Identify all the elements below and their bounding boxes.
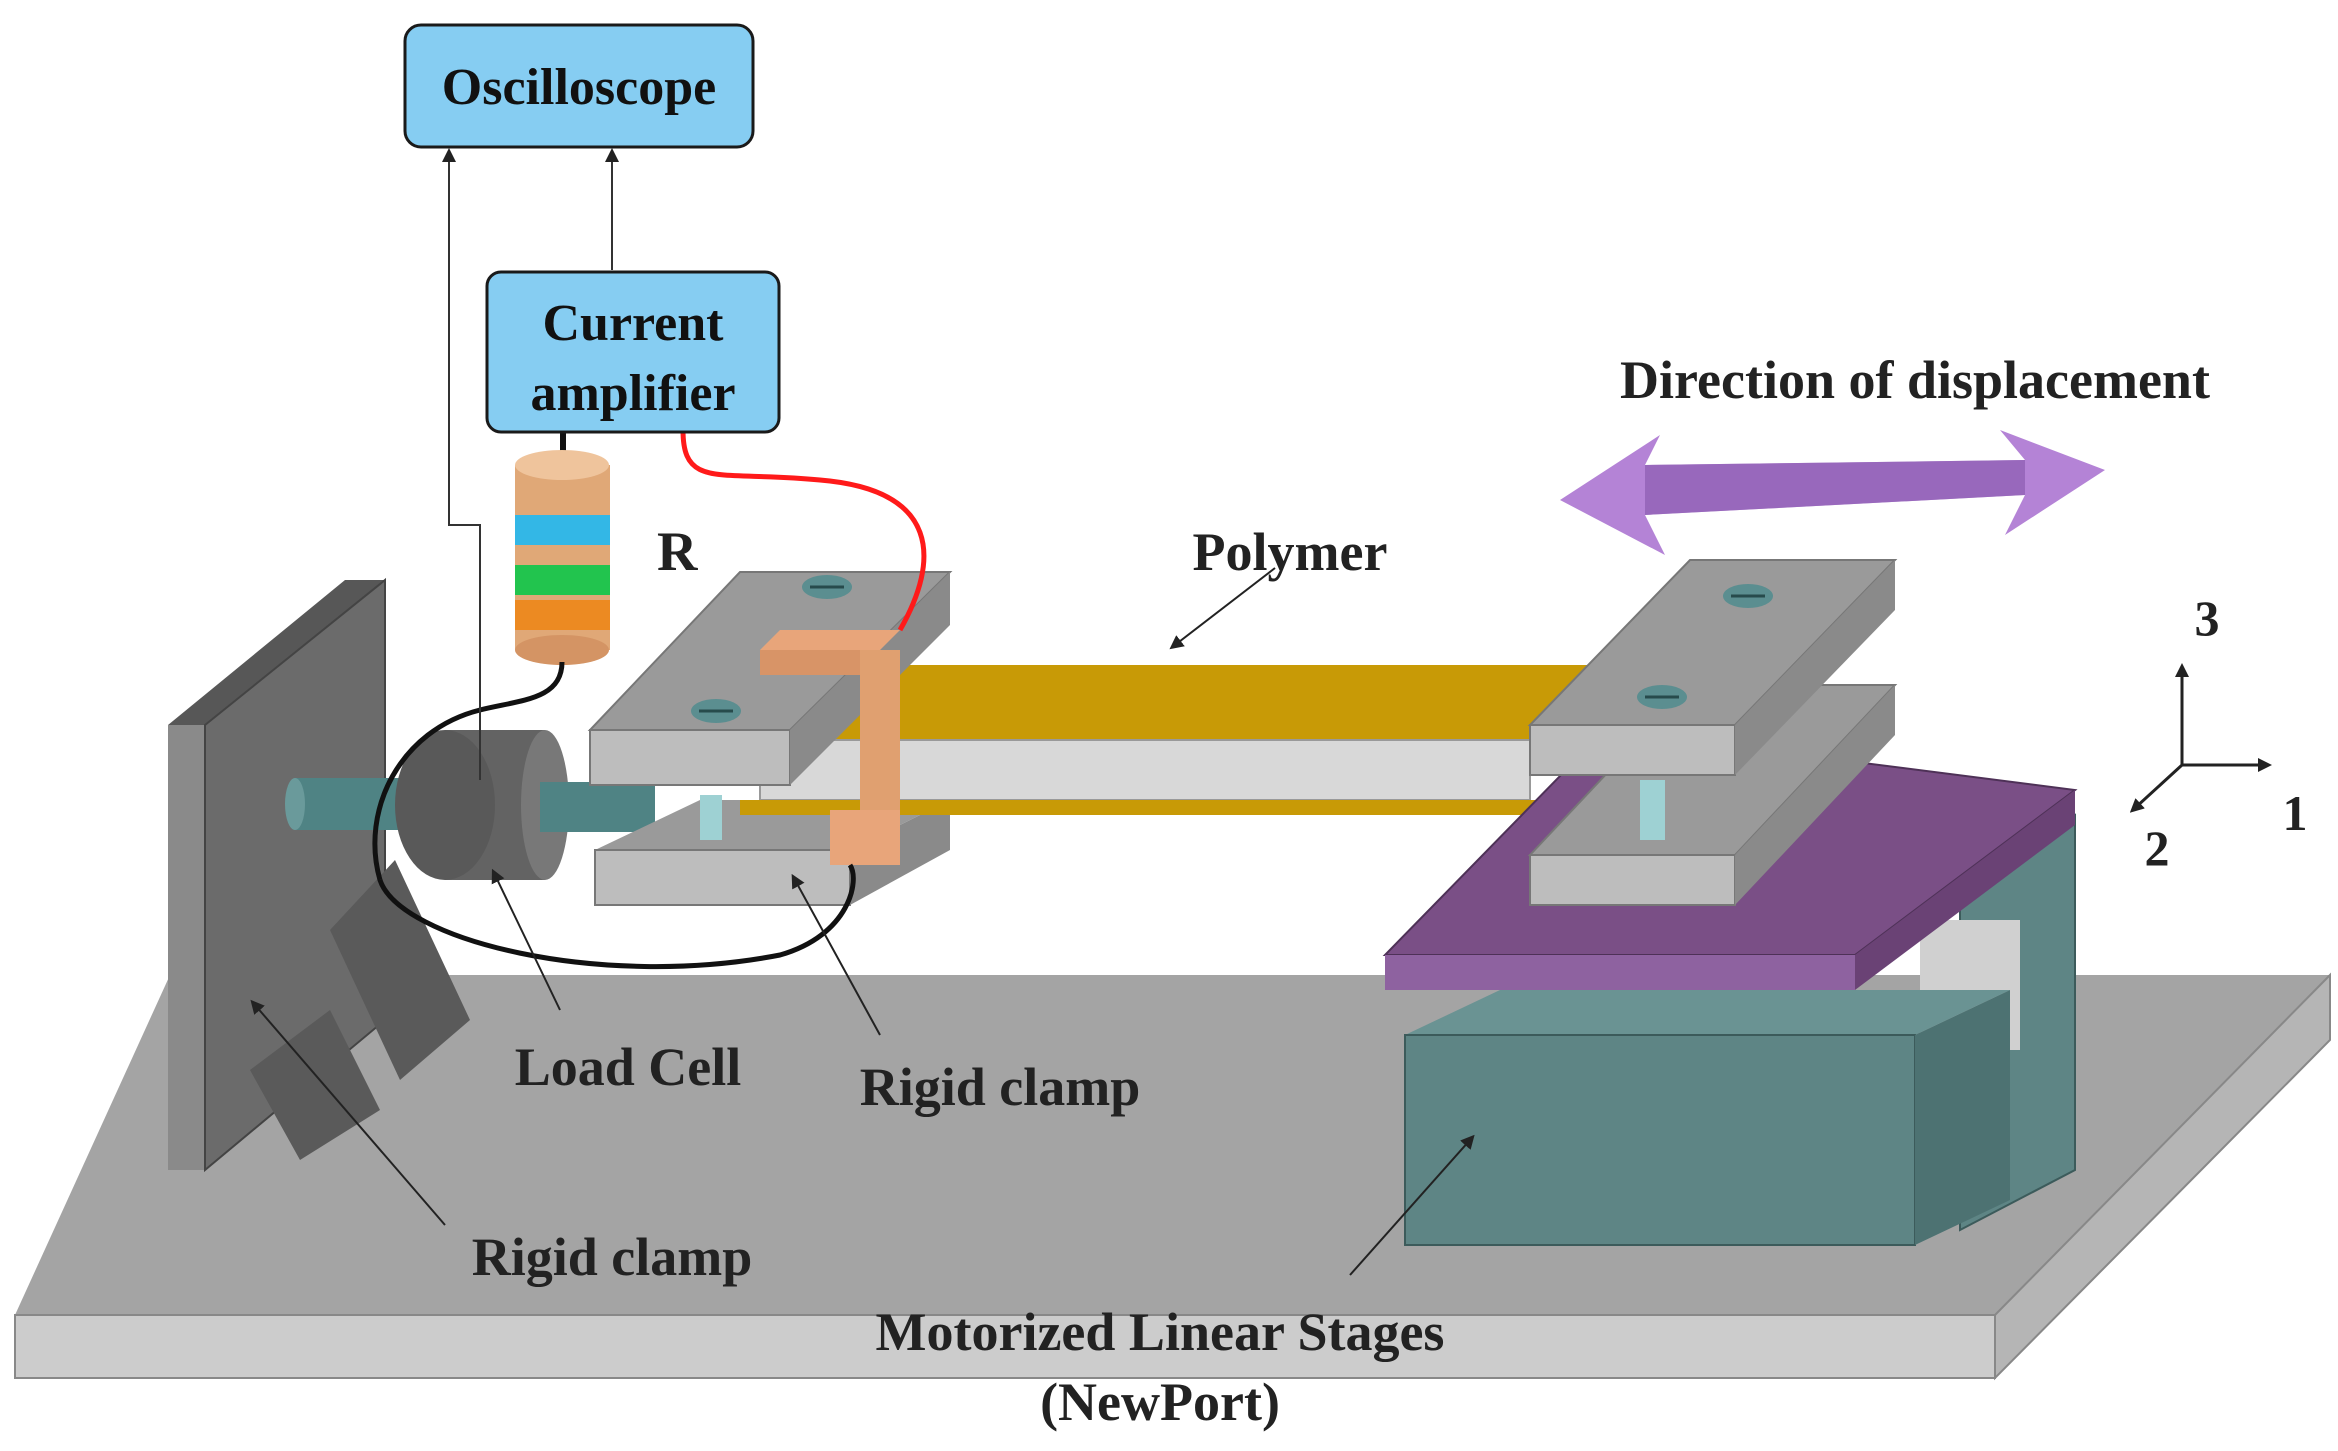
oscilloscope-label: Oscilloscope xyxy=(442,59,716,116)
direction-arrow-icon xyxy=(1560,430,2105,555)
amplifier-label-line1: Current xyxy=(542,295,724,352)
rigid-clamp-beam-label: Rigid clamp xyxy=(860,1057,1141,1117)
polymer-strip xyxy=(740,665,1620,815)
load-cell-icon xyxy=(285,730,655,880)
resistor-icon xyxy=(515,430,610,665)
right-clamp xyxy=(1527,559,1898,906)
axis-2-label: 2 xyxy=(2145,820,2170,876)
pointer-lines xyxy=(250,567,1475,1276)
signal-lines xyxy=(442,148,619,780)
screw-icon xyxy=(691,575,852,840)
wires xyxy=(372,429,927,970)
electrode-tabs xyxy=(760,630,900,865)
oscilloscope-box: Oscilloscope xyxy=(403,23,755,149)
axis-triad-icon xyxy=(2129,663,2272,813)
wall-rigid-clamp xyxy=(168,577,470,1173)
stages-label-line1: Motorized Linear Stages xyxy=(876,1302,1445,1362)
direction-label: Direction of displacement xyxy=(1620,350,2210,410)
axis-3-label: 3 xyxy=(2195,590,2220,646)
load-cell-label: Load Cell xyxy=(515,1037,742,1097)
resistor-label: R xyxy=(657,521,698,583)
polymer-label: Polymer xyxy=(1193,522,1388,582)
amplifier-label-line2: amplifier xyxy=(530,365,735,422)
motorized-stage xyxy=(1382,728,2078,1246)
current-amplifier-box: Current amplifier xyxy=(485,270,781,434)
axis-1-label: 1 xyxy=(2283,785,2308,841)
rigid-clamp-wall-label: Rigid clamp xyxy=(472,1227,753,1287)
stages-label-line2: (NewPort) xyxy=(1040,1372,1280,1432)
